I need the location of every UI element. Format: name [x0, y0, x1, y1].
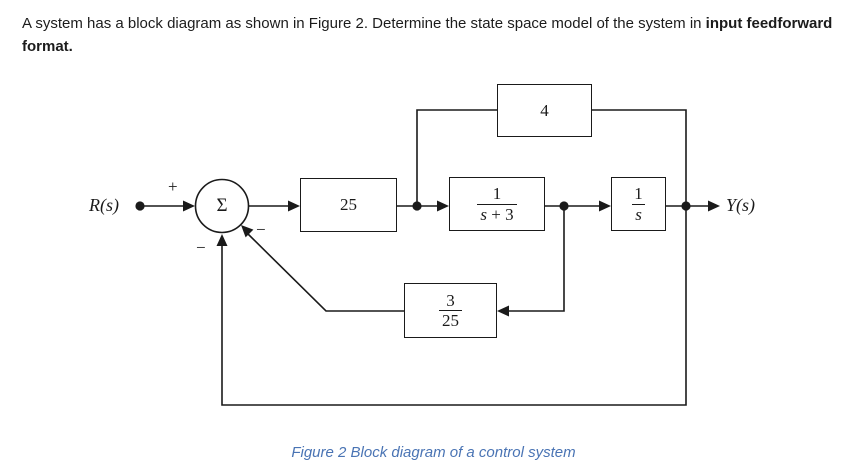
arrowhead-into-integrator: [599, 200, 611, 212]
arrowhead-into-output: [708, 200, 720, 212]
minus-sign-inner-feedback: −: [256, 220, 266, 239]
input-node-dot: [135, 201, 145, 211]
figure-caption: Figure 2 Block diagram of a control syst…: [291, 444, 576, 461]
plus-sign-input: +: [168, 177, 178, 196]
connector-gain4-to-node: [592, 109, 687, 206]
branch-dot-after-plant: [559, 201, 569, 211]
feedback-fraction: 3 25: [439, 291, 462, 330]
output-node-dot: [681, 201, 691, 211]
question-text: A system has a block diagram as shown in…: [22, 12, 850, 58]
integrator-denominator: s: [632, 203, 645, 224]
block-gain-25-label: 25: [340, 195, 357, 214]
arrowhead-into-feedback-block: [497, 305, 509, 317]
block-gain-25: 25: [300, 178, 397, 232]
block-transfer-function-1-over-s-plus-3: 1 s + 3: [449, 177, 545, 231]
plant-numerator: 1: [492, 184, 502, 204]
block-integrator-1-over-s: 1 s: [611, 177, 666, 231]
branch-dot-after-gain25: [412, 201, 422, 211]
block-gain-4-label: 4: [540, 100, 549, 120]
connector-outer-feedback: [221, 206, 687, 406]
arrowhead-into-plant: [437, 200, 449, 212]
feedback-numerator: 3: [446, 290, 455, 310]
block-feedback-gain-3-over-25: 3 25: [404, 283, 497, 338]
connector-feedback-to-sum: [246, 232, 404, 312]
connector-branch-to-gain4: [416, 109, 497, 206]
arrowhead-outer-into-sum: [216, 234, 228, 246]
arrowhead-feedback-into-sum: [241, 225, 254, 238]
question-text-normal: A system has a block diagram as shown in…: [22, 15, 706, 32]
block-feedforward-gain-4: 4: [497, 84, 592, 137]
integrator-fraction: 1 s: [632, 184, 645, 224]
question-text-bold: input feedforward format.: [22, 15, 833, 55]
output-signal-label: Y(s): [726, 195, 756, 215]
minus-sign-outer-feedback: −: [196, 238, 206, 257]
connector-branch-to-feedback: [507, 206, 565, 312]
arrowhead-into-gain25: [288, 200, 300, 212]
integrator-numerator: 1: [634, 184, 643, 204]
arrowhead-into-sum: [183, 200, 195, 212]
plant-denominator: s + 3: [477, 203, 517, 224]
feedback-denominator: 25: [439, 310, 462, 330]
input-signal-label: R(s): [89, 195, 119, 215]
plant-fraction: 1 s + 3: [477, 184, 517, 224]
summing-junction-symbol: Σ: [216, 195, 228, 216]
summing-junction-circle: [194, 178, 250, 234]
